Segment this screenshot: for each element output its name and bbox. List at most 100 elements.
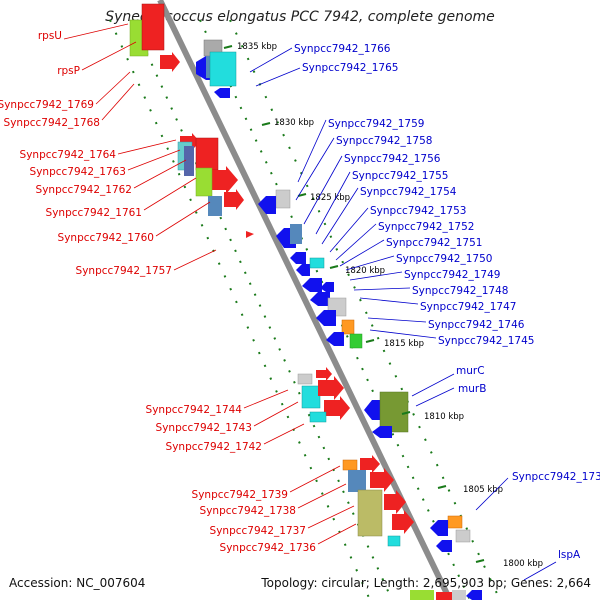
gene-label[interactable]: Synpcc7942_1746 <box>428 319 525 331</box>
gene-label[interactable]: Synpcc7942_1736 <box>220 542 317 554</box>
gene-label[interactable]: Synpcc7942_1769 <box>0 99 94 111</box>
gene-arrow[interactable] <box>302 278 322 292</box>
gene-block[interactable] <box>357 489 383 537</box>
gene-label[interactable]: murB <box>458 383 486 395</box>
gene-label[interactable]: lspA <box>558 549 581 561</box>
gene-block[interactable] <box>309 411 327 423</box>
gene-label[interactable]: Synpcc7942_1739 <box>192 489 288 501</box>
gene-label[interactable]: Synpcc7942_1743 <box>156 422 252 434</box>
scale-label: 1825 kbp <box>310 193 350 203</box>
gene-block[interactable] <box>342 459 358 471</box>
gene-block[interactable] <box>379 391 409 433</box>
gene-block[interactable] <box>341 319 355 335</box>
scale-label: 1835 kbp <box>237 42 277 52</box>
gene-block[interactable] <box>195 167 213 197</box>
gene-block[interactable] <box>447 515 463 529</box>
gene-block[interactable] <box>209 51 237 87</box>
scale-labels: 1835 kbp 1830 kbp 1825 kbp 1820 kbp 1815… <box>223 42 543 569</box>
gene-label[interactable]: Synpcc7942_1751 <box>386 237 482 249</box>
gene-label[interactable]: Synpcc7942_1754 <box>360 186 457 198</box>
label-leader <box>173 249 217 271</box>
gene-arrow[interactable] <box>310 292 330 306</box>
gene-block[interactable] <box>348 470 366 492</box>
gene-label[interactable]: Synpcc7942_1738 <box>200 505 296 517</box>
label-leader <box>339 239 385 267</box>
gene-block[interactable] <box>275 189 291 209</box>
gene-arrow[interactable] <box>372 426 392 438</box>
gene-arrow[interactable] <box>370 468 394 492</box>
gene-label[interactable]: Synpcc7942_1744 <box>146 404 243 416</box>
gene-label[interactable]: Synpcc7942_1750 <box>396 253 492 265</box>
gene-arrow[interactable] <box>296 264 310 276</box>
gene-label[interactable]: Synpcc7942_1761 <box>46 207 142 219</box>
gene-block[interactable] <box>436 592 452 600</box>
gene-label[interactable]: Synpcc7942_1766 <box>294 43 391 55</box>
gene-label[interactable]: rpsP <box>57 65 80 77</box>
gene-block[interactable] <box>301 385 321 409</box>
gene-label[interactable]: Synpcc7942_1745 <box>438 335 534 347</box>
gene-arrow[interactable] <box>316 367 332 381</box>
gene-arrow[interactable] <box>246 231 254 238</box>
gene-block[interactable] <box>410 590 434 600</box>
gene-label[interactable]: Synpcc7942_1753 <box>370 205 466 217</box>
gene-label[interactable]: Synpcc7942_1758 <box>336 135 432 147</box>
gene-label[interactable]: Synpcc7942_1765 <box>302 62 398 74</box>
gene-label[interactable]: Synpcc7942_1759 <box>328 118 424 130</box>
label-leader <box>369 329 437 339</box>
gene-arrow[interactable] <box>320 282 334 292</box>
gene-arrow[interactable] <box>384 490 406 514</box>
gene-arrow[interactable] <box>206 166 238 194</box>
label-leader <box>335 223 377 261</box>
gene-arrow[interactable] <box>290 252 306 264</box>
gene-arrow[interactable] <box>324 396 350 420</box>
gene-label[interactable]: Synpcc7942_1763 <box>30 166 126 178</box>
gene-block[interactable] <box>349 333 363 349</box>
gene-block[interactable] <box>387 535 401 547</box>
gene-label[interactable]: Synpcc7942_1733 <box>512 471 600 483</box>
gene-label[interactable]: Synpcc7942_1755 <box>352 170 448 182</box>
label-leader <box>353 287 411 291</box>
gene-label[interactable]: Synpcc7942_1762 <box>36 184 132 196</box>
gene-label[interactable]: Synpcc7942_1756 <box>344 153 441 165</box>
gene-arrow[interactable] <box>214 88 230 98</box>
gene-label[interactable]: Synpcc7942_1760 <box>58 232 154 244</box>
gene-block[interactable] <box>290 224 302 244</box>
gene-arrow[interactable] <box>318 376 344 400</box>
gene-block[interactable] <box>309 257 325 269</box>
gene-arrow[interactable] <box>160 52 180 72</box>
gene-arrow[interactable] <box>224 189 244 210</box>
scale-tick <box>437 485 447 489</box>
gene-block[interactable] <box>208 196 222 216</box>
gene-arrow[interactable] <box>466 590 482 600</box>
scale-label: 1815 kbp <box>384 339 424 349</box>
label-leader <box>321 187 359 245</box>
gene-arrow[interactable] <box>392 510 414 534</box>
gene-block[interactable] <box>195 137 219 171</box>
gene-label[interactable]: Synpcc7942_1748 <box>412 285 508 297</box>
gene-block[interactable] <box>297 373 313 385</box>
label-leader <box>95 71 131 105</box>
gene-arrow[interactable] <box>360 455 380 473</box>
gene-arrow[interactable] <box>258 196 276 214</box>
gene-block[interactable] <box>455 529 471 543</box>
gene-label[interactable]: Synpcc7942_1768 <box>4 117 100 129</box>
gene-block[interactable] <box>452 590 466 600</box>
gene-label[interactable]: Synpcc7942_1752 <box>378 221 474 233</box>
gene-arrow[interactable] <box>436 540 452 552</box>
gene-arrow[interactable] <box>430 520 448 536</box>
gene-label[interactable]: rpsU <box>38 30 62 42</box>
gene-label[interactable]: Synpcc7942_1747 <box>420 301 516 313</box>
gene-label[interactable]: Synpcc7942_1757 <box>76 265 172 277</box>
gene-label[interactable]: murC <box>456 365 485 377</box>
gene-label[interactable]: Synpcc7942_1737 <box>210 525 306 537</box>
gene-block[interactable] <box>141 3 165 51</box>
label-leader <box>349 271 403 281</box>
gene-block[interactable] <box>184 146 194 176</box>
gene-arrow[interactable] <box>326 332 344 346</box>
gene-label[interactable]: Synpcc7942_1764 <box>20 149 117 161</box>
gene-label[interactable]: Synpcc7942_1749 <box>404 269 500 281</box>
gene-label[interactable]: Synpcc7942_1742 <box>166 441 262 453</box>
reverse-strand-genes <box>196 39 482 600</box>
gene-arrow[interactable] <box>316 310 336 326</box>
